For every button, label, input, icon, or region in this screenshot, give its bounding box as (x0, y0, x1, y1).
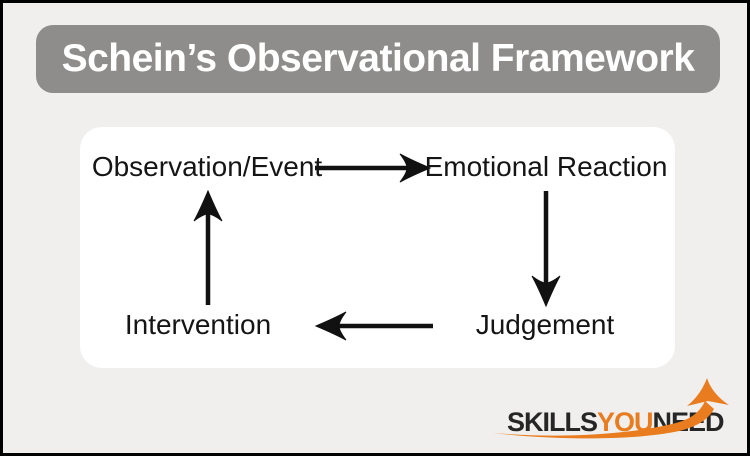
arrow-observation-to-emotional-reaction-icon (315, 153, 432, 183)
arrow-emotional-reaction-to-judgement-icon (531, 191, 561, 308)
cycle-arrows (193, 153, 561, 341)
skillsyouneed-logo: SKILLSYOUNEED (483, 373, 747, 448)
node-intervention: Intervention (124, 309, 272, 340)
logo-arrow-icon (493, 378, 729, 439)
node-judgement: Judgement (475, 309, 615, 340)
title-banner: Schein’s Observational Framework (36, 25, 720, 93)
logo-text-skills: SKILLS (507, 407, 598, 437)
logo-wordmark: SKILLSYOUNEED (507, 407, 725, 438)
node-observation-event: Observation/Event (91, 151, 323, 182)
node-emotional-reaction: Emotional Reaction (424, 151, 668, 182)
arrow-judgement-to-intervention-icon (314, 311, 433, 341)
arrow-intervention-to-observation-icon (193, 189, 223, 305)
framework-diagram: Observation/Event Emotional Reaction Jud… (80, 127, 675, 368)
page-title: Schein’s Observational Framework (61, 37, 695, 80)
